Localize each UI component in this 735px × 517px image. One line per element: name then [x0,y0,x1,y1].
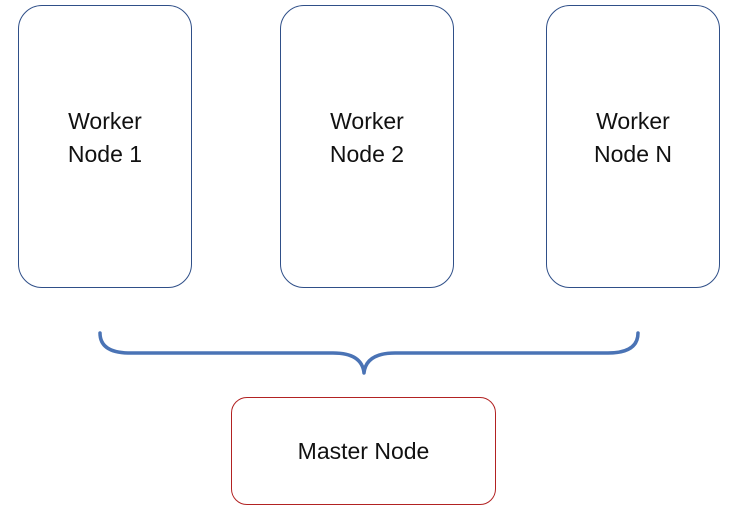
worker-node-n-label-line2: Node N [594,140,672,167]
worker-node-n-label: Worker Node N [594,105,672,171]
curly-brace-path [98,331,640,375]
worker-node-1-box: Worker Node 1 [18,5,192,288]
worker-node-2-box: Worker Node 2 [280,5,454,288]
master-node-box: Master Node [231,397,496,505]
worker-node-n-label-line1: Worker [596,107,670,134]
master-node-label: Master Node [297,438,430,464]
worker-node-1-label-line2: Node 1 [67,140,143,167]
worker-node-1-label-line1: Worker [68,107,142,134]
worker-node-2-label-line2: Node 2 [329,140,405,167]
worker-node-1-label: Worker Node 1 [68,105,142,171]
worker-node-n-box: Worker Node N [546,5,720,288]
worker-node-2-label-line1: Worker [330,107,404,134]
worker-node-2-label: Worker Node 2 [330,105,404,171]
